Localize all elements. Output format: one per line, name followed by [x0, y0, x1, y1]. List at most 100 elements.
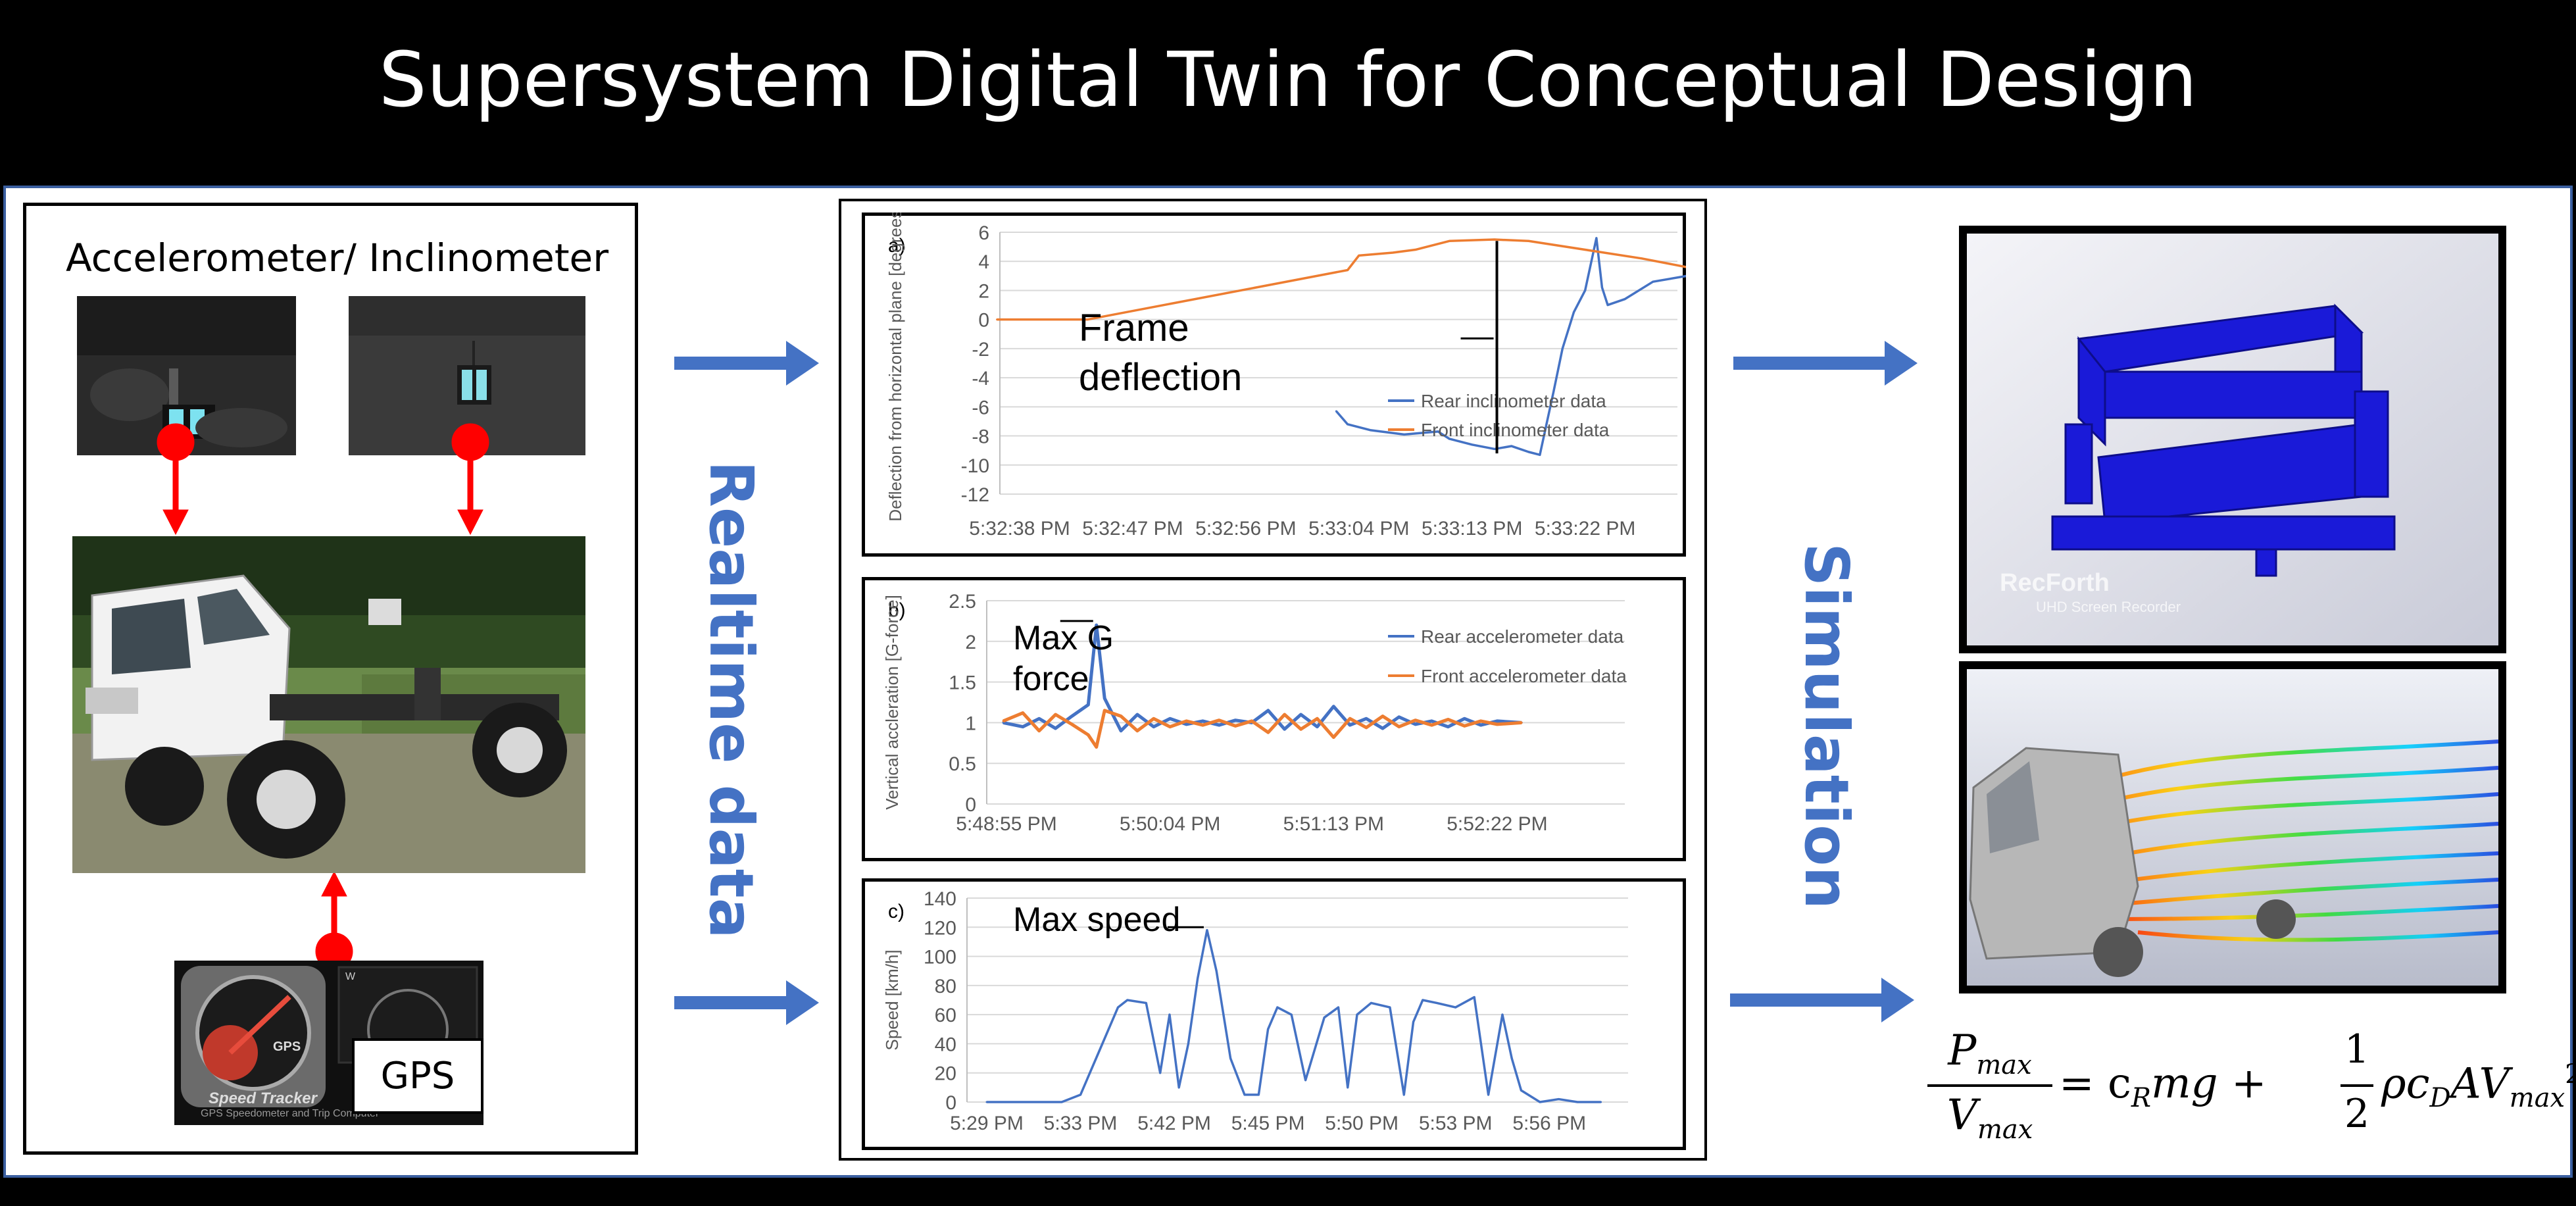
y-tick-label: -6	[972, 397, 989, 418]
data-point	[1414, 249, 1417, 251]
x-tick-label: 5:33:04 PM	[1308, 518, 1409, 540]
data-point	[1169, 717, 1172, 720]
data-point	[1358, 254, 1360, 257]
annotation-text: force	[1013, 660, 1089, 698]
legend-label: Front inclinometer data	[1421, 420, 1610, 440]
watermark-brand: RecForth	[2000, 569, 2110, 597]
data-point	[1473, 996, 1475, 999]
data-point	[1300, 728, 1302, 730]
data-point	[1447, 726, 1449, 728]
data-point	[1187, 1042, 1189, 1045]
data-point	[1576, 1101, 1579, 1103]
frame-model-icon	[1967, 234, 2498, 645]
x-tick-label: 5:50:04 PM	[1120, 813, 1220, 835]
data-point	[1584, 289, 1587, 291]
legend-label: Front accelerometer data	[1421, 666, 1627, 686]
data-point	[1365, 717, 1368, 720]
x-tick-label: 5:50 PM	[1325, 1113, 1399, 1134]
data-point	[1206, 929, 1208, 932]
x-tick-label: 5:53 PM	[1419, 1113, 1493, 1134]
red-connectors	[157, 423, 489, 970]
eq-lhs-num: P	[1948, 1026, 1977, 1075]
data-point	[1197, 977, 1199, 980]
data-point	[1347, 268, 1349, 271]
y-tick-label: 100	[924, 947, 956, 968]
data-point	[1022, 712, 1024, 715]
page-title: Supersystem Digital Twin for Conceptual …	[378, 36, 2198, 124]
data-point	[1381, 727, 1384, 730]
x-tick-label: 5:33:13 PM	[1422, 518, 1522, 540]
data-point	[1606, 304, 1609, 307]
data-point	[1414, 719, 1417, 722]
data-point	[1365, 726, 1368, 729]
data-point	[1572, 311, 1575, 314]
x-tick-label: 5:42 PM	[1137, 1113, 1211, 1134]
data-point	[1412, 1020, 1415, 1023]
data-point	[1600, 1101, 1602, 1103]
data-point	[1038, 717, 1041, 720]
legend-label: Rear accelerometer data	[1421, 626, 1624, 647]
truck-photo	[72, 536, 585, 873]
power-equation: Pmax Vmax = cRmg + 1 2 ρcDAVmax2	[1927, 1020, 2576, 1151]
eq-lhs-den: V	[1946, 1091, 1977, 1140]
data-point	[1316, 726, 1318, 728]
charts-outer-frame	[839, 199, 1707, 1161]
eq-rhs-d: AV	[2450, 1059, 2510, 1109]
data-point	[1152, 726, 1155, 728]
data-point	[1079, 1093, 1082, 1096]
x-tick-label: 5:45 PM	[1231, 1113, 1305, 1134]
y-tick-label: -10	[961, 455, 989, 477]
data-point	[1389, 1006, 1391, 1009]
y-tick-label: 2.5	[949, 591, 976, 613]
data-point	[1126, 999, 1129, 1001]
data-point	[1054, 713, 1057, 716]
data-point	[1070, 723, 1073, 726]
data-point	[1054, 727, 1057, 730]
data-point	[1496, 720, 1499, 722]
data-point	[1159, 1072, 1162, 1074]
y-tick-label: 80	[935, 976, 956, 997]
data-point	[1487, 1093, 1490, 1096]
data-point	[1002, 720, 1004, 722]
annotation-text: Max speed	[1013, 901, 1180, 939]
panel-label: b)	[888, 599, 906, 621]
y-tick-label: 0	[978, 310, 989, 332]
data-point	[1369, 429, 1372, 432]
data-point	[1561, 347, 1564, 350]
eq-fraction-bar	[1927, 1084, 2052, 1087]
data-point	[1381, 715, 1384, 718]
data-point	[1539, 453, 1541, 456]
gps-label: GPS	[352, 1038, 483, 1114]
data-point	[1347, 1086, 1349, 1089]
data-point	[1402, 1093, 1405, 1096]
y-tick-label: -12	[961, 484, 989, 506]
x-tick-label: 5:32:56 PM	[1195, 518, 1296, 540]
y-axis-label: Speed [km/h]	[882, 949, 902, 1050]
eq-rhs-d-sup: 2	[2565, 1059, 2576, 1090]
watermark-sub: UHD Screen Recorder	[2036, 599, 2181, 615]
data-point	[996, 318, 999, 321]
data-point	[1520, 1089, 1522, 1092]
panel-label: c)	[888, 901, 904, 922]
data-point	[1479, 720, 1482, 722]
data-point	[1257, 1093, 1260, 1096]
data-point	[1510, 1057, 1513, 1060]
data-point	[1600, 286, 1603, 289]
data-point	[1448, 239, 1450, 242]
data-point	[1403, 433, 1406, 436]
data-point	[1218, 724, 1220, 726]
x-tick-label: 5:52:22 PM	[1447, 813, 1547, 835]
y-tick-label: 120	[924, 917, 956, 939]
data-point	[1283, 713, 1286, 716]
eq-rhs-b: mg +	[2150, 1059, 2267, 1108]
data-point	[1391, 251, 1394, 254]
data-point	[1283, 728, 1286, 730]
eq-rhs-d-sub: max	[2509, 1083, 2565, 1114]
data-point	[1527, 451, 1530, 453]
data-point	[1229, 1057, 1232, 1060]
data-point	[1169, 726, 1172, 728]
data-point	[1215, 970, 1218, 972]
data-point	[1544, 428, 1547, 430]
